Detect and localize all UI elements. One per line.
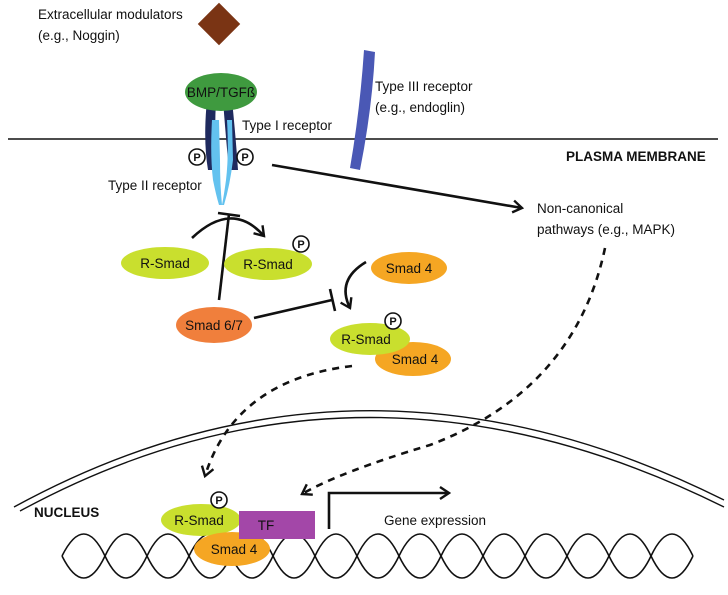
phospho-label: P	[297, 239, 304, 251]
complex-rsmad-label: R-Smad	[341, 332, 391, 347]
smad67	[176, 307, 252, 343]
type3-receptor-label-line2: (e.g., endoglin)	[375, 100, 465, 115]
noncanonical-to-nucleus-arrow	[302, 247, 607, 494]
complex-formation-arrow	[346, 260, 367, 308]
nuclear-rsmad-label: R-Smad	[174, 513, 224, 528]
transcription-factor-label: TF	[258, 518, 275, 533]
complex-phospho: P	[384, 312, 402, 330]
inhibition-bar-complex	[328, 288, 337, 312]
type2-receptor-label: Type II receptor	[108, 178, 202, 193]
noncanonical-arrow	[271, 163, 522, 208]
smad67-label: Smad 6/7	[185, 318, 243, 333]
nuclear-envelope-inner	[19, 416, 725, 512]
type2-receptor-right	[222, 120, 233, 205]
receptor-phospho-right: P	[236, 148, 254, 166]
dna-helix	[61, 533, 694, 579]
type3-receptor	[350, 50, 375, 170]
rsmad-phospho: P	[292, 235, 310, 253]
phosphorylation-arrow	[191, 217, 264, 239]
nucleus-label: NUCLEUS	[34, 505, 99, 520]
nuclear-phospho: P	[210, 491, 228, 509]
gene-expression-label: Gene expression	[384, 513, 486, 528]
modulators-label-line1: Extracellular modulators	[38, 7, 183, 22]
rsmad-inactive-label: R-Smad	[140, 256, 190, 271]
plasma-membrane-label: PLASMA MEMBRANE	[566, 149, 706, 164]
noncanonical-label-line1: Non-canonical	[537, 201, 623, 216]
nuclear-envelope-outer	[13, 410, 725, 508]
transcription-factor	[239, 511, 315, 539]
phospho-label: P	[215, 495, 222, 507]
modulators-label-line2: (e.g., Noggin)	[38, 28, 120, 43]
nuclear-smad4-label: Smad 4	[211, 542, 258, 557]
gene-expression-arrow	[327, 493, 449, 529]
phospho-label: P	[193, 152, 200, 164]
inhibition-bar-top	[217, 211, 241, 218]
smad4-free-label: Smad 4	[386, 261, 433, 276]
type1-receptor-label: Type I receptor	[242, 118, 333, 133]
complex-rsmad	[330, 323, 410, 355]
ligand-label: BMP/TGFß	[187, 85, 255, 100]
complex-to-nucleus-arrow	[205, 364, 353, 476]
rsmad-phosphorylated-label: R-Smad	[243, 257, 293, 272]
nuclear-rsmad	[161, 504, 241, 536]
receptor-complex	[205, 100, 238, 205]
phospho-label: P	[241, 152, 248, 164]
noggin-shape	[197, 2, 241, 46]
nuclear-smad4	[194, 532, 270, 566]
rsmad-phosphorylated	[224, 248, 312, 280]
smad67-inhibition-of-complex	[253, 298, 333, 320]
noncanonical-label-line2: pathways (e.g., MAPK)	[537, 222, 675, 237]
complex-smad4-label: Smad 4	[392, 352, 439, 367]
bmp-tgfb-ligand	[185, 73, 257, 111]
type2-receptor-left	[211, 120, 222, 205]
smad4-free	[371, 252, 447, 284]
smad67-inhibition-of-phosphorylation	[217, 213, 231, 301]
receptor-phospho-left: P	[188, 148, 206, 166]
rsmad-inactive	[121, 247, 209, 279]
type3-receptor-label-line1: Type III receptor	[375, 79, 473, 94]
phospho-label: P	[389, 316, 396, 328]
